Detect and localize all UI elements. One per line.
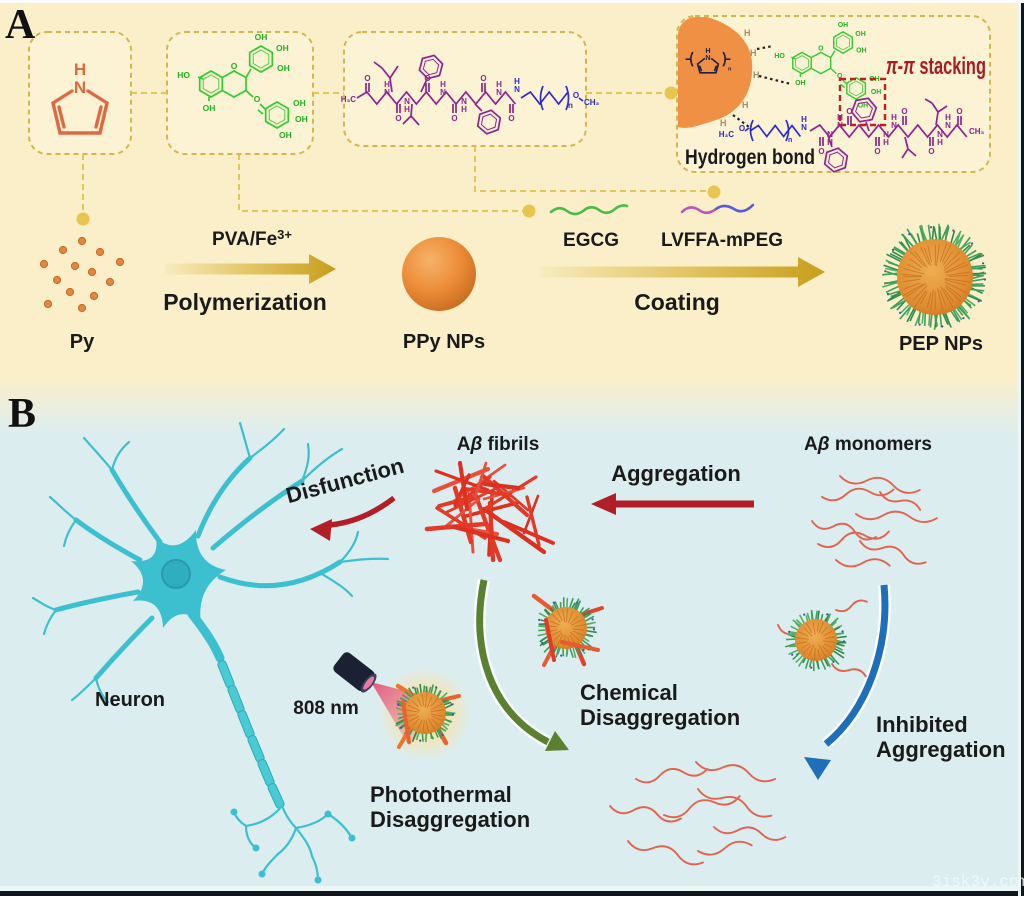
svg-text:Neuron: Neuron	[95, 689, 165, 711]
svg-text:O: O	[928, 147, 934, 156]
svg-text:Aggregation: Aggregation	[611, 461, 741, 486]
svg-text:Photothermal: Photothermal	[370, 782, 512, 807]
svg-text:H: H	[753, 70, 760, 80]
svg-text:B: B	[8, 391, 36, 437]
svg-text:OH: OH	[871, 89, 881, 96]
svg-text:N: N	[440, 88, 446, 97]
svg-text:O: O	[956, 107, 962, 116]
svg-text:O: O	[573, 91, 579, 100]
svg-text:808 nm: 808 nm	[293, 698, 358, 719]
svg-text:H: H	[720, 118, 727, 128]
svg-text:N: N	[74, 78, 86, 97]
svg-text:Aβ fibrils: Aβ fibrils	[457, 434, 540, 455]
svg-text:Aggregation: Aggregation	[876, 737, 1006, 762]
svg-text:Polymerization: Polymerization	[163, 289, 327, 315]
svg-text:O: O	[874, 147, 880, 156]
svg-text:HO: HO	[774, 53, 785, 60]
svg-text:N: N	[801, 123, 807, 132]
svg-text:OH: OH	[255, 32, 268, 42]
svg-text:H: H	[883, 138, 889, 147]
svg-text:Coating: Coating	[634, 289, 720, 315]
svg-text:PPy NPs: PPy NPs	[403, 331, 485, 353]
svg-text:H: H	[750, 48, 757, 58]
svg-text:O: O	[254, 94, 261, 104]
svg-text:Disaggregation: Disaggregation	[370, 807, 530, 832]
svg-text:EGCG: EGCG	[563, 230, 619, 251]
svg-text:Aβ monomers: Aβ monomers	[804, 434, 932, 455]
svg-text:N: N	[891, 121, 897, 130]
svg-text:H: H	[404, 105, 410, 114]
svg-text:Chemical: Chemical	[580, 680, 678, 705]
svg-text:H: H	[937, 138, 943, 147]
svg-text:3isk3y.com: 3isk3y.com	[932, 873, 1024, 891]
svg-text:OH: OH	[295, 114, 308, 124]
svg-text:Disaggregation: Disaggregation	[580, 705, 740, 730]
svg-text:O: O	[818, 147, 824, 156]
svg-text:H: H	[74, 60, 86, 79]
svg-text:OH: OH	[203, 103, 216, 113]
svg-text:H: H	[742, 100, 749, 110]
svg-text:O: O	[395, 114, 401, 123]
svg-text:OH: OH	[856, 47, 866, 54]
svg-text:N: N	[945, 121, 951, 130]
svg-text:OH: OH	[277, 63, 290, 73]
svg-text:Hydrogen bond: Hydrogen bond	[685, 146, 815, 169]
svg-text:OH: OH	[795, 80, 805, 87]
svg-text:H: H	[461, 105, 467, 114]
svg-text:OH: OH	[855, 31, 865, 38]
svg-text:n: n	[728, 66, 732, 72]
svg-text:H: H	[744, 28, 751, 38]
svg-text:N: N	[837, 121, 843, 130]
svg-text:OH: OH	[279, 130, 292, 140]
svg-text:n: n	[568, 101, 573, 110]
svg-text:O: O	[451, 114, 457, 123]
svg-text:OH: OH	[276, 43, 289, 53]
svg-text:N: N	[496, 88, 502, 97]
svg-text:n: n	[788, 137, 792, 144]
svg-text:Py: Py	[70, 331, 95, 353]
svg-text:PEP NPs: PEP NPs	[899, 333, 983, 355]
svg-text:O: O	[480, 74, 486, 83]
svg-text:O: O	[846, 107, 852, 116]
svg-text:O: O	[508, 114, 514, 123]
svg-text:CH₃: CH₃	[969, 127, 985, 136]
svg-text:A: A	[5, 2, 36, 48]
svg-text:CH₃: CH₃	[584, 98, 600, 107]
svg-text:OH: OH	[293, 98, 306, 108]
svg-text:HO: HO	[177, 70, 190, 80]
svg-text:Inhibited: Inhibited	[876, 712, 968, 737]
svg-text:O: O	[364, 74, 370, 83]
svg-text:O: O	[818, 46, 824, 53]
svg-text:H₃C: H₃C	[341, 95, 356, 104]
svg-text:OH: OH	[838, 22, 848, 29]
svg-text:π-π stacking: π-π stacking	[886, 53, 986, 80]
svg-text:O: O	[739, 124, 745, 133]
svg-text:O: O	[231, 61, 238, 71]
svg-text:N: N	[514, 85, 520, 94]
svg-text:N: N	[705, 53, 710, 62]
svg-text:LVFFA-mPEG: LVFFA-mPEG	[661, 230, 783, 251]
svg-text:H₃C: H₃C	[719, 130, 734, 139]
svg-text:N: N	[384, 88, 390, 97]
svg-text:O: O	[901, 107, 907, 116]
